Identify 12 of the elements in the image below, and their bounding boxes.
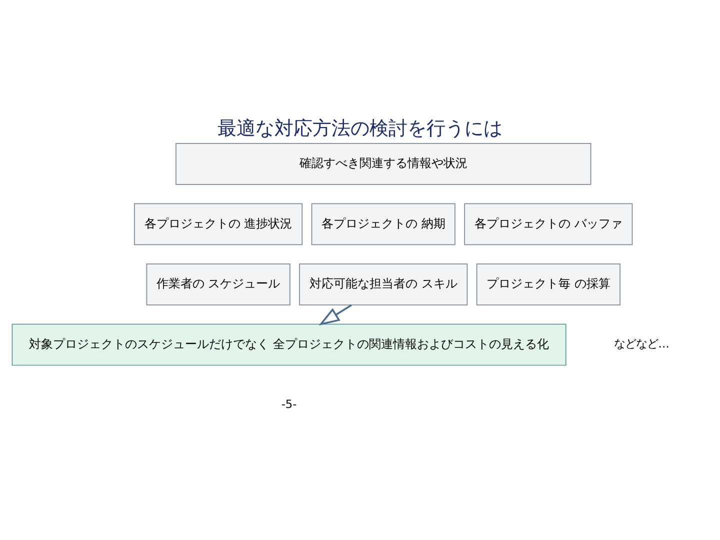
node-box: 各プロジェクトの 納期 [311, 202, 456, 245]
node-box: 対象プロジェクトのスケジュールだけでなく 全プロジェクトの関連情報およびコストの見える化 [12, 323, 566, 366]
node-box: 各プロジェクトの 進捗状況 [134, 202, 303, 245]
node-box: 対応可能な担当者の スキル [299, 263, 468, 305]
arrow [318, 304, 352, 325]
node-box: 確認すべき関連する情報や状況 [176, 142, 592, 184]
label: などなど… [614, 336, 670, 350]
label: -5- [281, 396, 297, 410]
node-box: 作業者の スケジュール [146, 263, 290, 305]
diagram-title: 最適な対応方法の検討を行うには [218, 116, 502, 139]
node-box: プロジェクト毎 の採算 [476, 263, 620, 305]
node-box: 各プロジェクトの バッファ [464, 202, 633, 245]
